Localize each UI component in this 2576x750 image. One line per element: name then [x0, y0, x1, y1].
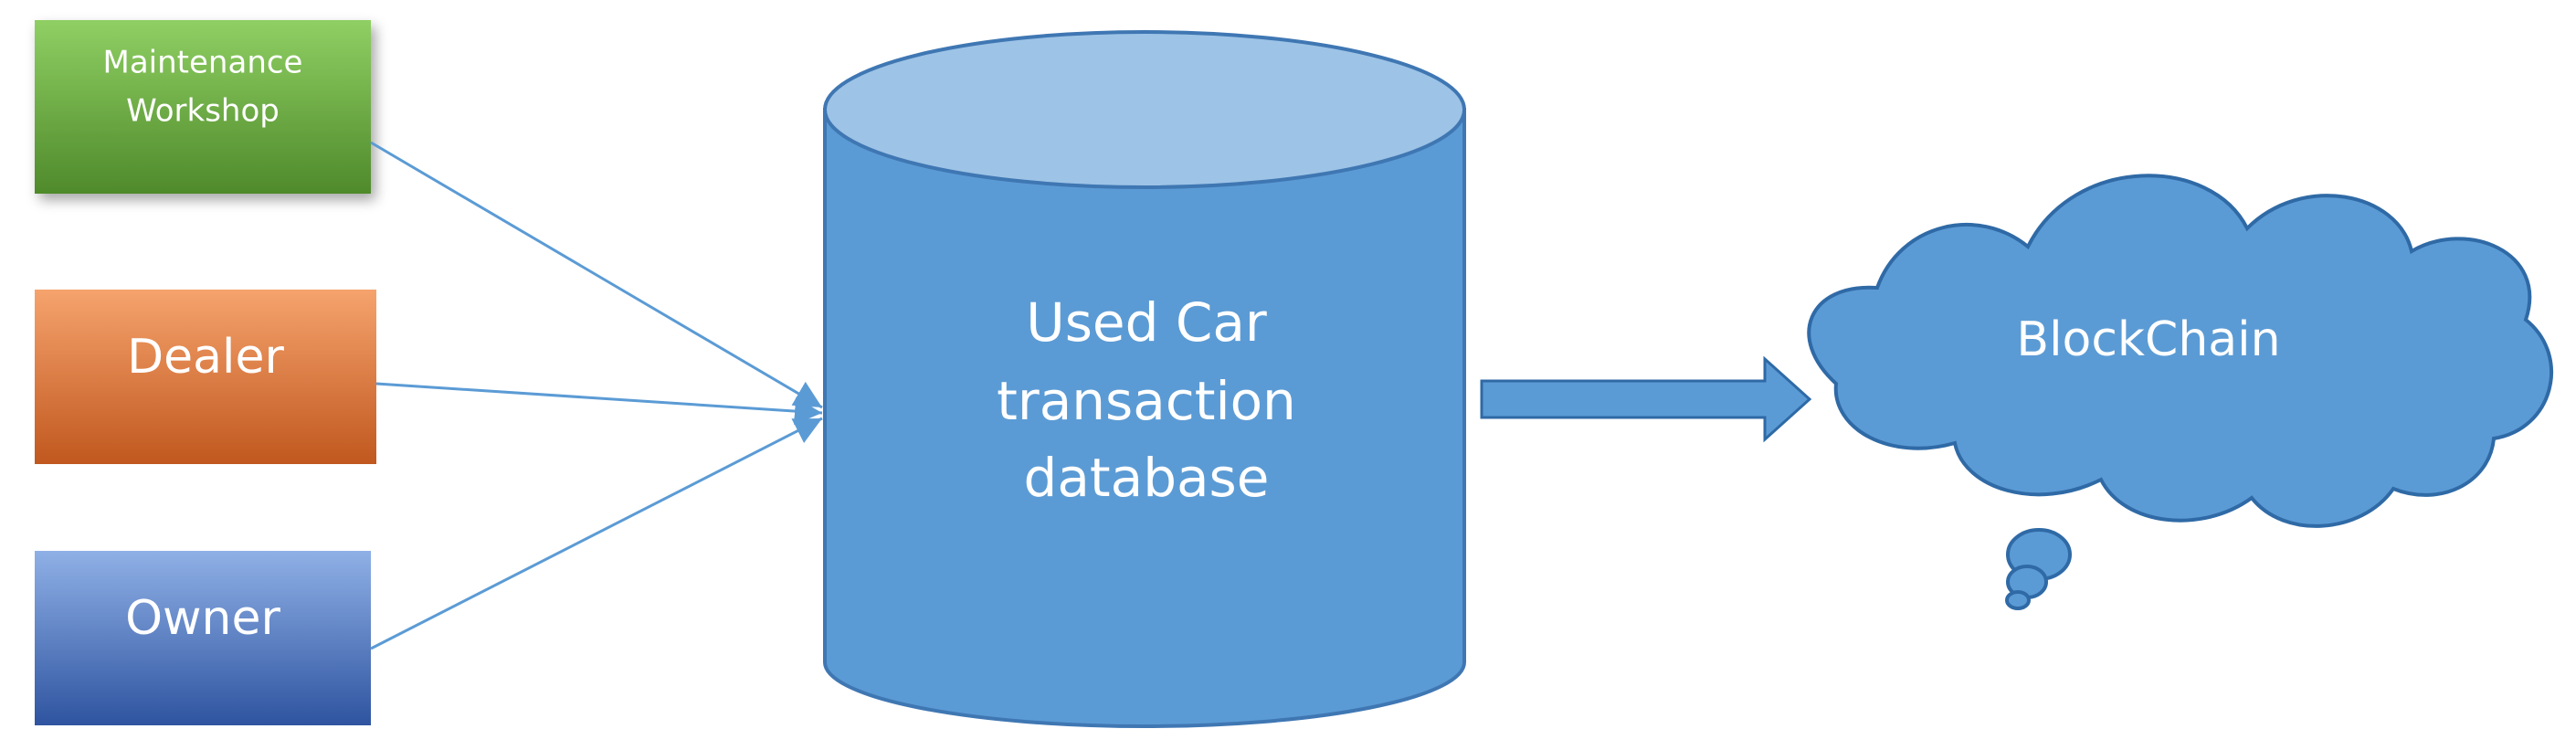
- thought-bubble-small: [2005, 590, 2031, 610]
- connector-maintenance-to-database: [370, 141, 823, 409]
- dealer-label: Dealer: [127, 330, 284, 385]
- maintenance-label-line-1: Maintenance: [103, 45, 303, 81]
- database-cylinder: Used Car transaction database: [823, 30, 1466, 728]
- blockchain-cloud-shape: [1807, 174, 2553, 528]
- database-body: [823, 108, 1466, 728]
- maintenance-workshop-box: Maintenance Workshop: [35, 20, 371, 194]
- database-label-line-1: Used Car: [1026, 291, 1267, 354]
- owner-box: Owner: [35, 551, 371, 725]
- database-top: [823, 30, 1466, 189]
- blockchain-cloud: BlockChain: [1807, 174, 2553, 610]
- connector-owner-to-database: [370, 417, 823, 650]
- blockchain-label: BlockChain: [2016, 312, 2280, 367]
- owner-label: Owner: [125, 591, 280, 646]
- maintenance-label-line-2: Workshop: [126, 93, 280, 130]
- connector-dealer-to-database: [375, 382, 823, 426]
- database-label-line-3: database: [1024, 447, 1270, 509]
- database-to-blockchain-arrow: [1480, 355, 1812, 443]
- database-label-line-2: transaction: [997, 370, 1296, 432]
- dealer-box: Dealer: [35, 290, 376, 464]
- actor-connectors: [370, 141, 823, 650]
